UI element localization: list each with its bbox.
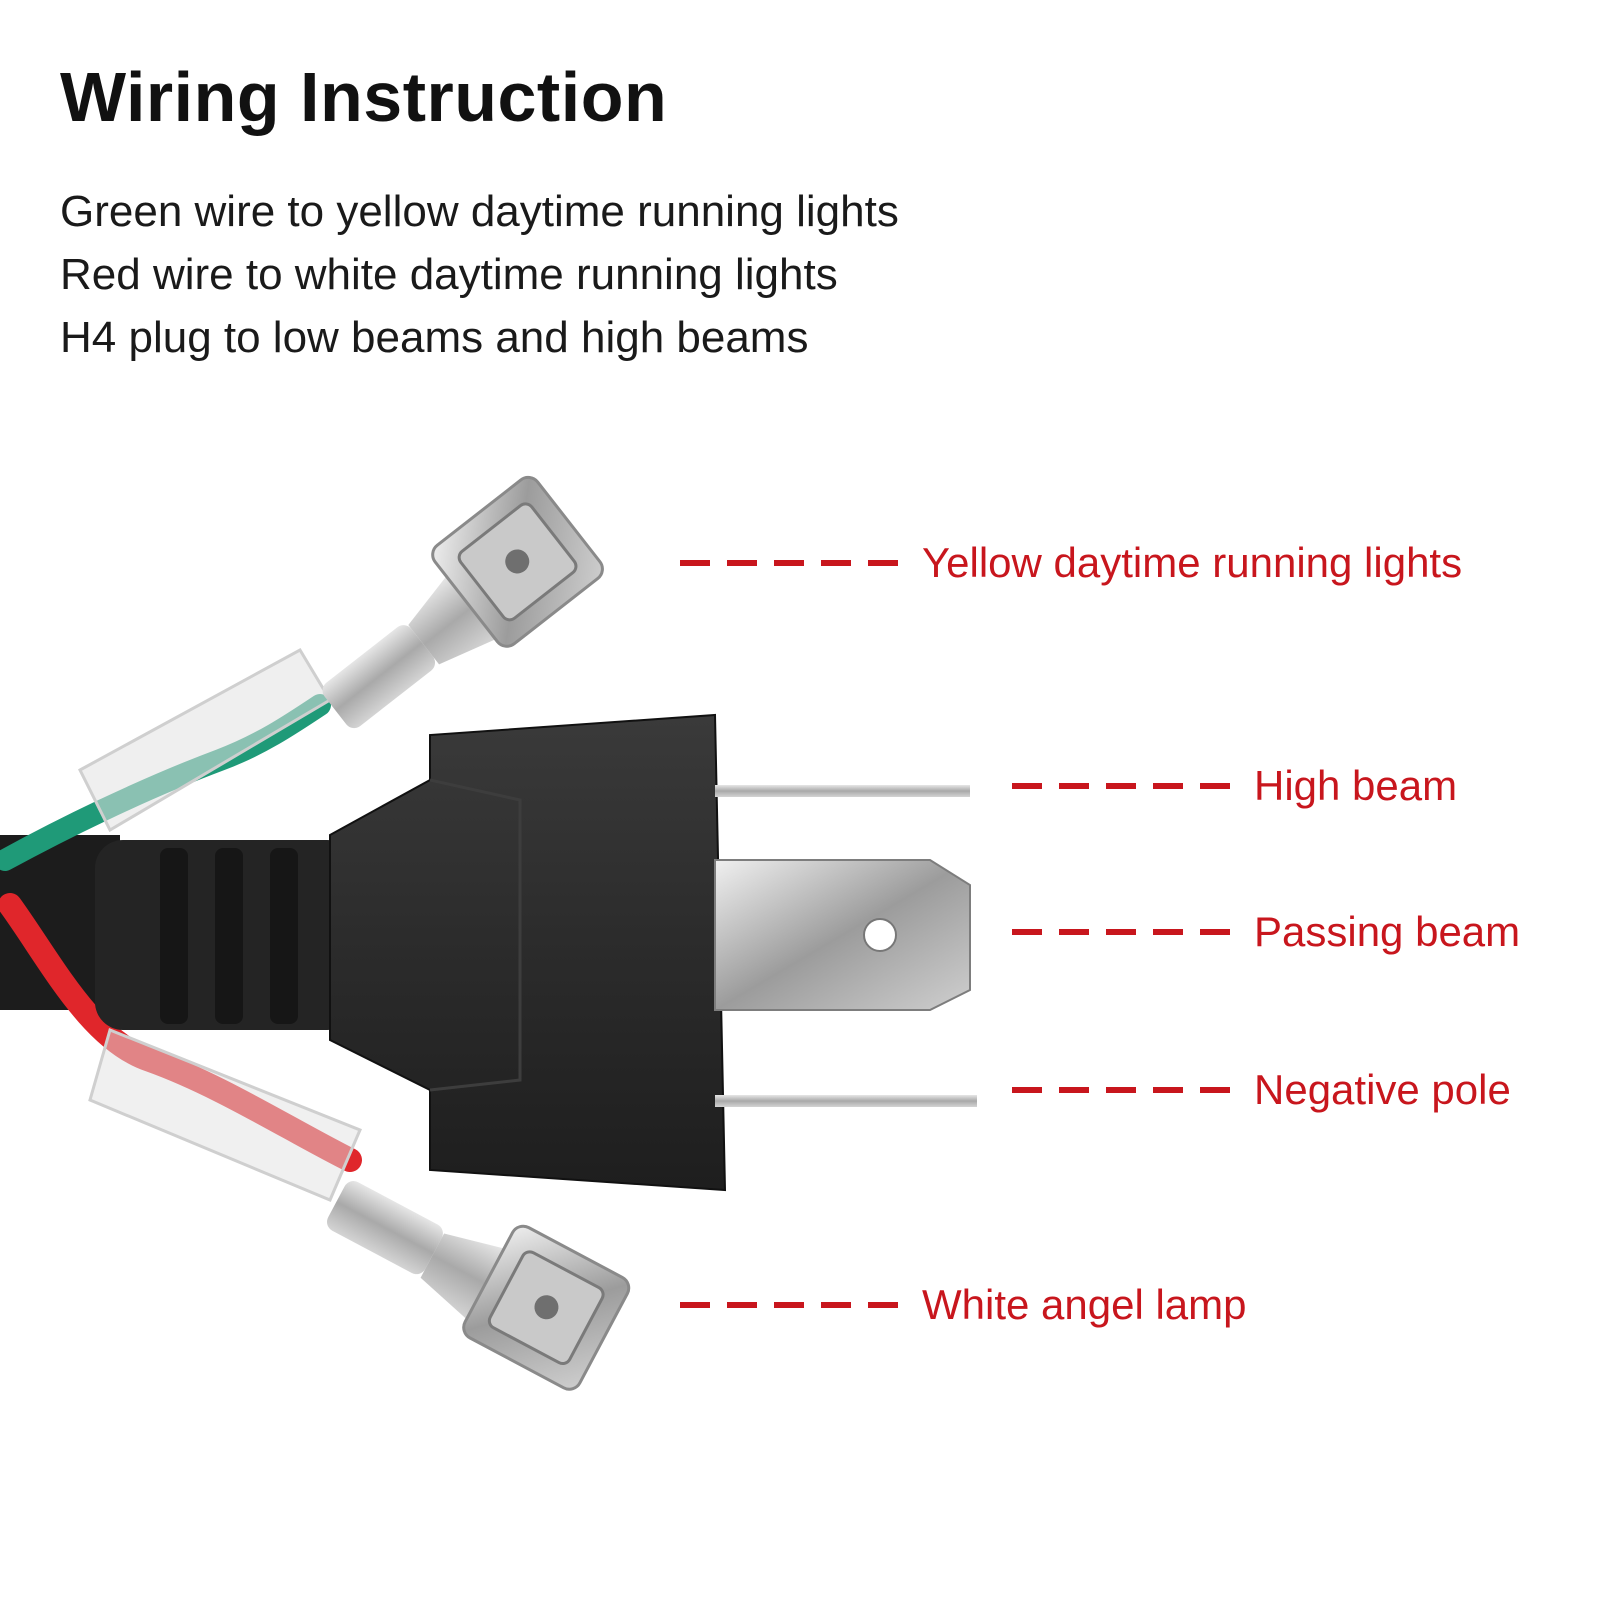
diagram-title: Wiring Instruction bbox=[60, 58, 668, 136]
white-angel-terminal bbox=[326, 1181, 631, 1391]
dashed-leader bbox=[1012, 1087, 1232, 1093]
label-yellow-drl: Yellow daytime running lights bbox=[922, 539, 1463, 586]
dashed-leader bbox=[680, 560, 900, 566]
instruction-list: Green wire to yellow daytime running lig… bbox=[60, 180, 899, 369]
label-white-angel: White angel lamp bbox=[922, 1281, 1247, 1328]
dashed-leader bbox=[1012, 783, 1232, 789]
green-wire-sleeve bbox=[78, 647, 333, 833]
plug-body bbox=[329, 713, 727, 1192]
red-wire-sleeve bbox=[88, 1027, 362, 1202]
dashed-leader bbox=[680, 1302, 900, 1308]
instruction-h4-plug: H4 plug to low beams and high beams bbox=[60, 313, 809, 362]
black-cable bbox=[0, 835, 120, 1010]
instruction-red-wire: Red wire to white daytime running lights bbox=[60, 250, 838, 299]
label-high-beam: High beam bbox=[1254, 762, 1458, 809]
dashed-leader bbox=[1012, 929, 1232, 935]
yellow-drl-terminal bbox=[322, 475, 604, 729]
high-beam-pin bbox=[715, 785, 970, 797]
negative-pole-pin bbox=[715, 1095, 977, 1107]
callout-yellow-drl: Yellow daytime running lights bbox=[680, 542, 1462, 584]
callout-white-angel: White angel lamp bbox=[680, 1284, 1247, 1326]
label-passing-beam: Passing beam bbox=[1254, 908, 1521, 955]
callout-high-beam: High beam bbox=[1012, 765, 1457, 807]
passing-beam-hole bbox=[863, 918, 897, 952]
callout-passing-beam: Passing beam bbox=[1012, 911, 1520, 953]
passing-beam-blade bbox=[714, 859, 971, 1011]
callout-negative-pole: Negative pole bbox=[1012, 1069, 1511, 1111]
label-negative-pole: Negative pole bbox=[1254, 1066, 1511, 1113]
instruction-green-wire: Green wire to yellow daytime running lig… bbox=[60, 187, 899, 236]
